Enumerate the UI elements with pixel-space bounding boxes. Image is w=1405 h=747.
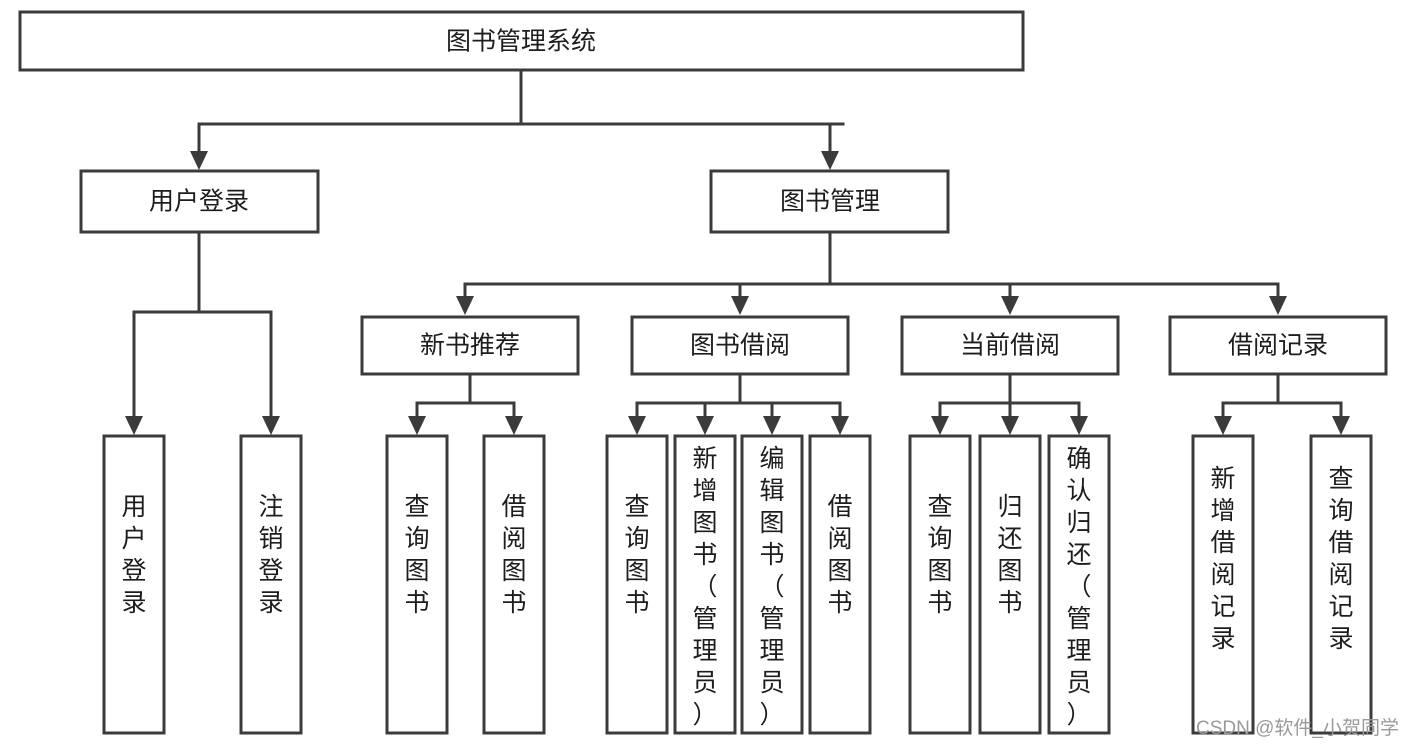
node-leaf-return-book[interactable]: 归还图书 xyxy=(978,434,1042,735)
node-leaf-query-book-2-label: 查询图书 xyxy=(624,493,649,617)
node-leaf-borrow-book-1-label: 借阅图书 xyxy=(501,493,526,617)
node-root-label: 图书管理系统 xyxy=(446,28,596,56)
connector-borrowrecord-to-leaves xyxy=(1214,372,1350,435)
node-leaf-borrow-book-2[interactable]: 借阅图书 xyxy=(808,434,872,735)
node-leaf-borrow-book-2-label: 借阅图书 xyxy=(827,493,852,617)
connector-userlogin-to-leaves xyxy=(125,230,280,435)
node-new-book-rec-label: 新书推荐 xyxy=(420,332,520,360)
node-leaf-query-book-1-label: 查询图书 xyxy=(404,493,429,617)
node-book-borrow[interactable]: 图书借阅 xyxy=(630,315,850,376)
node-new-book-rec[interactable]: 新书推荐 xyxy=(360,315,580,376)
node-root[interactable]: 图书管理系统 xyxy=(18,10,1025,72)
connector-root-to-level2 xyxy=(190,68,845,170)
node-current-borrow[interactable]: 当前借阅 xyxy=(900,315,1120,376)
node-leaf-add-record-label: 新增借阅记录 xyxy=(1210,465,1235,653)
node-leaf-add-book-label: 新增图书（管理员） xyxy=(692,445,717,729)
node-current-borrow-label: 当前借阅 xyxy=(960,332,1060,360)
node-leaf-user-login-label: 用户登录 xyxy=(121,493,146,617)
node-leaf-add-book[interactable]: 新增图书（管理员） xyxy=(673,434,737,735)
node-leaf-add-record[interactable]: 新增借阅记录 xyxy=(1191,434,1255,735)
node-leaf-query-record-label: 查询借阅记录 xyxy=(1328,465,1353,653)
node-book-manage-label: 图书管理 xyxy=(780,188,880,216)
csdn-watermark: CSDN @软件_小贺同学 xyxy=(1196,717,1399,739)
node-leaf-confirm-return[interactable]: 确认归还（管理员） xyxy=(1047,434,1111,735)
connector-bookmanage-to-level3 xyxy=(456,230,1287,315)
node-leaf-return-book-label: 归还图书 xyxy=(997,493,1022,617)
node-user-login-label: 用户登录 xyxy=(149,188,249,216)
node-leaf-query-book-1[interactable]: 查询图书 xyxy=(385,434,449,735)
node-leaf-logout[interactable]: 注销登录 xyxy=(239,434,303,735)
node-book-borrow-label: 图书借阅 xyxy=(690,332,790,360)
node-leaf-edit-book[interactable]: 编辑图书（管理员） xyxy=(740,434,804,735)
connector-currentborrow-to-leaves xyxy=(931,372,1088,435)
node-leaf-query-book-3-label: 查询图书 xyxy=(927,493,952,617)
node-leaf-query-record[interactable]: 查询借阅记录 xyxy=(1309,434,1373,735)
node-borrow-record[interactable]: 借阅记录 xyxy=(1168,315,1388,376)
node-leaf-user-login[interactable]: 用户登录 xyxy=(102,434,166,735)
connector-newbook-to-leaves xyxy=(408,372,523,435)
connector-layer xyxy=(125,68,1350,435)
node-book-manage[interactable]: 图书管理 xyxy=(709,169,950,234)
node-leaf-borrow-book-1[interactable]: 借阅图书 xyxy=(482,434,546,735)
node-borrow-record-label: 借阅记录 xyxy=(1228,332,1328,360)
node-leaf-query-book-3[interactable]: 查询图书 xyxy=(908,434,972,735)
connector-bookborrow-to-leaves xyxy=(628,372,849,435)
node-leaf-edit-book-label: 编辑图书（管理员） xyxy=(759,445,784,729)
node-leaf-confirm-return-label: 确认归还（管理员） xyxy=(1066,445,1091,729)
node-user-login[interactable]: 用户登录 xyxy=(79,169,320,234)
node-leaf-logout-label: 注销登录 xyxy=(258,493,283,617)
node-leaf-query-book-2[interactable]: 查询图书 xyxy=(605,434,669,735)
